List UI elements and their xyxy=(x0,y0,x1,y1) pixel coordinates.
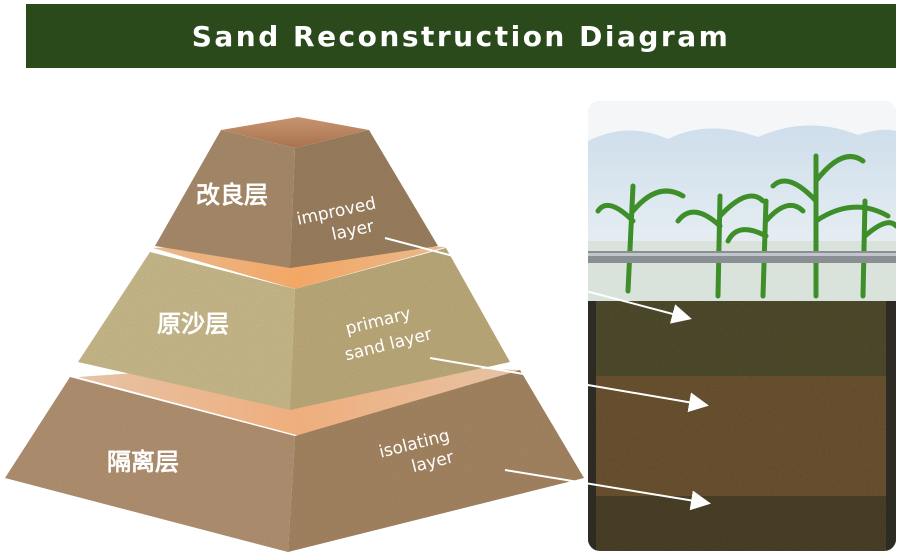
improved-layer-right-face xyxy=(290,130,438,268)
improved-layer xyxy=(155,117,438,268)
isolating-layer-left-face xyxy=(5,377,295,552)
corn-plants xyxy=(595,153,896,299)
primary-sand-layer-zh-label: 原沙层 xyxy=(157,310,229,338)
soil-profile-photo xyxy=(588,101,896,551)
improved-layer-zh-label: 改良层 xyxy=(196,181,268,209)
rail-highlight xyxy=(588,253,896,256)
title-banner: Sand Reconstruction Diagram xyxy=(26,4,896,68)
top-soil-layer xyxy=(588,301,896,376)
primary-sand-layer-right-face xyxy=(290,248,510,410)
isolating-layer-zh-label: 隔离层 xyxy=(107,448,179,476)
bottom-layer xyxy=(588,496,896,551)
isolating-layer-arrow xyxy=(504,469,711,511)
primary-sand-layer-left-face xyxy=(78,252,295,410)
improved-layer-arrow xyxy=(384,237,692,324)
isolating-layer-right-face xyxy=(288,370,584,552)
diagram-title: Sand Reconstruction Diagram xyxy=(191,19,731,53)
improved-layer-top xyxy=(221,117,369,148)
left-frame-post xyxy=(588,301,596,551)
improved-layer-left-face xyxy=(155,130,295,268)
clouds xyxy=(588,101,896,141)
primary-sand-layer-arrow xyxy=(429,357,709,413)
right-frame-post xyxy=(886,301,896,551)
middle-sand-layer xyxy=(588,376,896,496)
